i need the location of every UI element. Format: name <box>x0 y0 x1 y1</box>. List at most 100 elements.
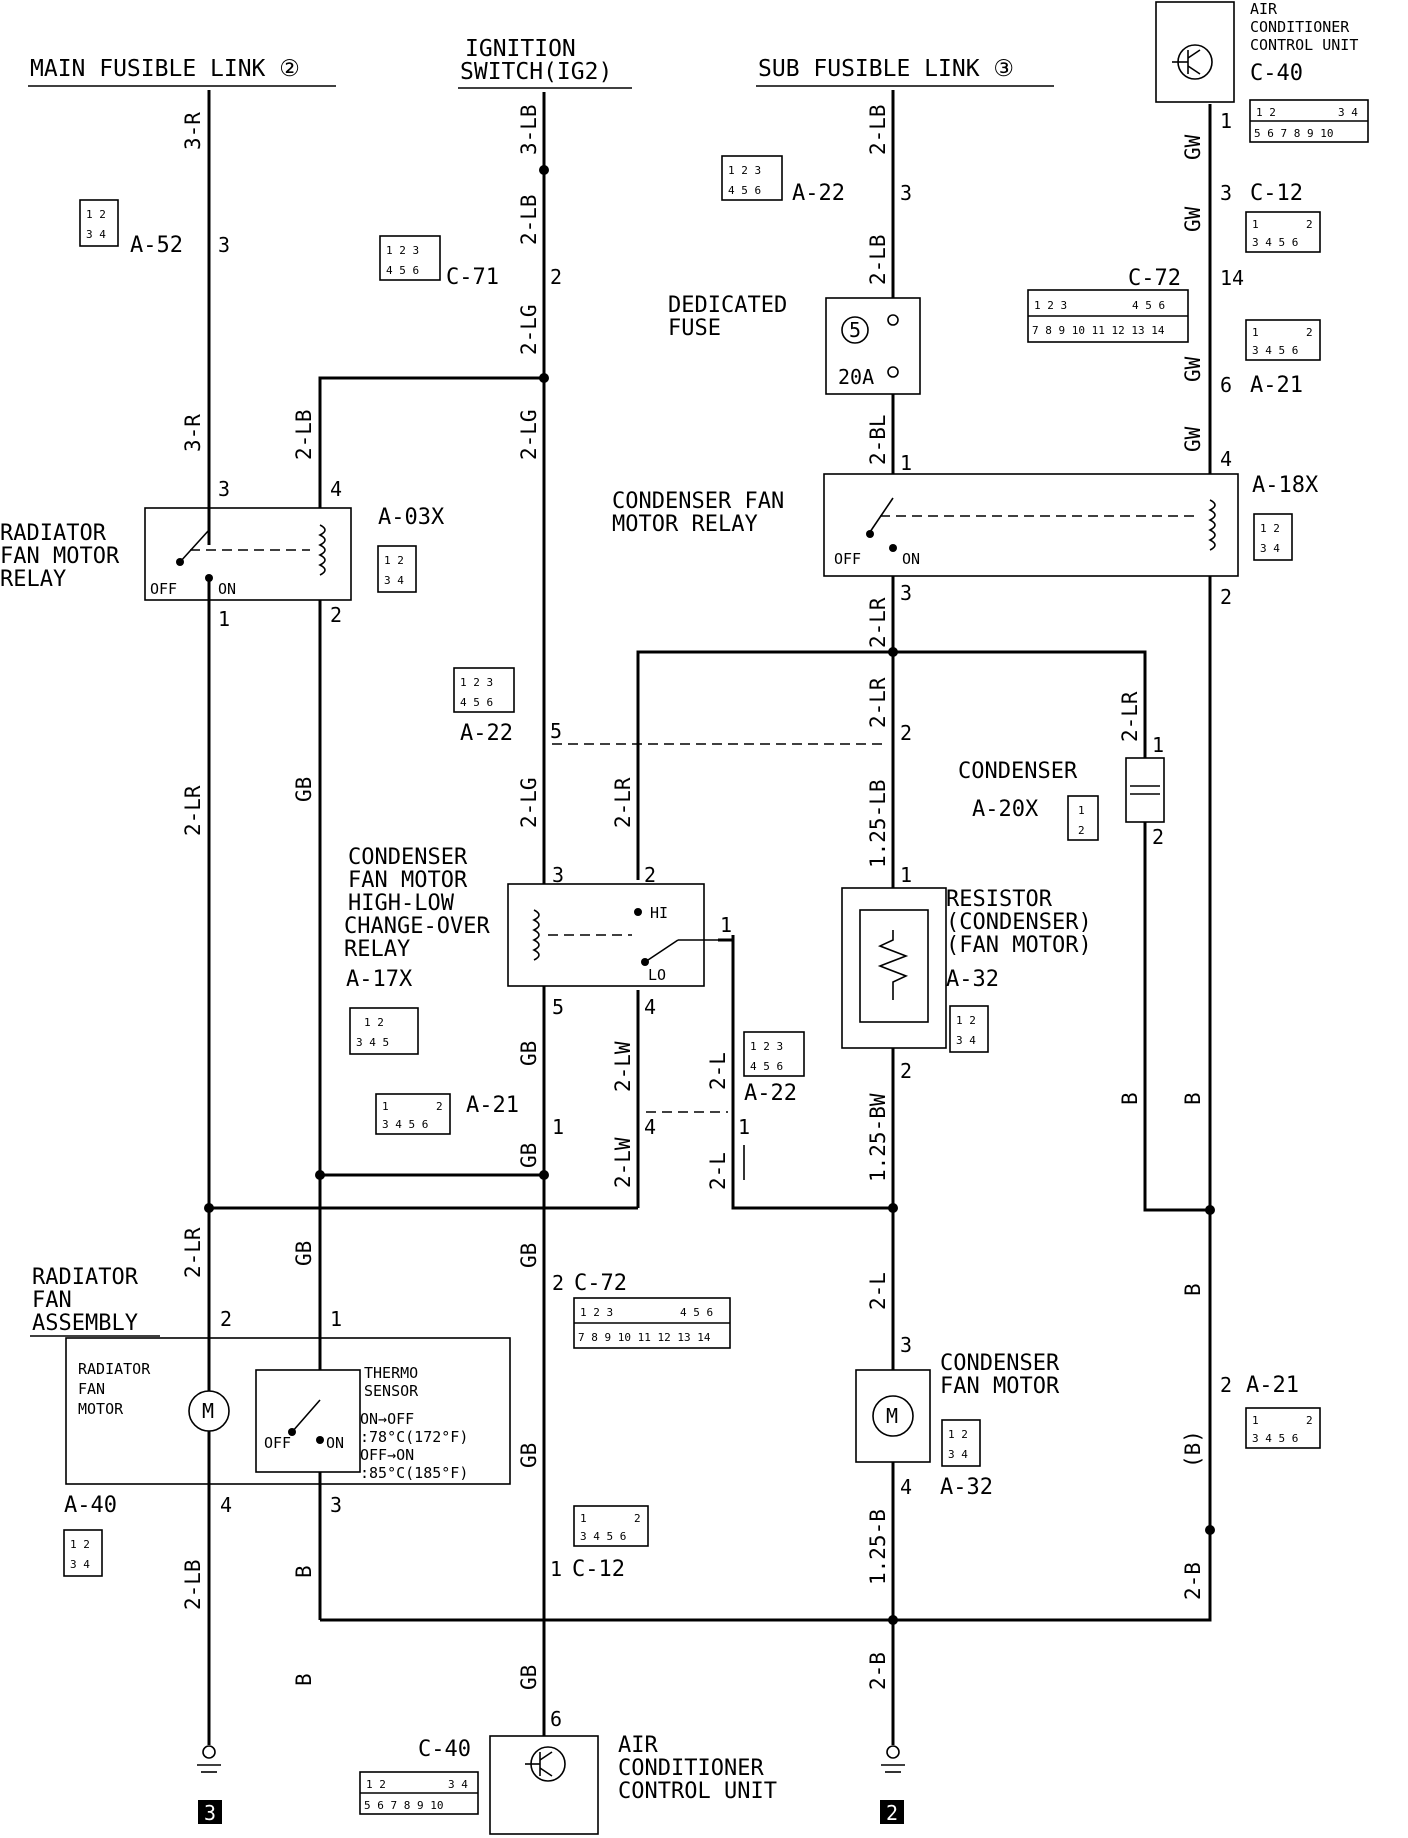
motor-symbol: M <box>886 1404 898 1428</box>
radiator-relay-label-2: FAN MOTOR <box>0 544 120 569</box>
svg-text:1 2: 1 2 <box>384 554 404 567</box>
connector-a32-mid-icon: 1 23 4 <box>949 1005 989 1053</box>
thermo-label-1: THERMO <box>364 1364 418 1382</box>
connector-a22-mid-icon: 1 2 34 5 6 <box>453 667 515 713</box>
wire-label: GB <box>517 1143 541 1168</box>
pin: 6 <box>550 1707 562 1731</box>
svg-text:2: 2 <box>1306 326 1313 339</box>
ac-unit-top-label-1: AIR <box>1250 0 1278 18</box>
svg-text:3 4 5 6: 3 4 5 6 <box>1252 1432 1298 1445</box>
main-fusible-link-label: MAIN FUSIBLE LINK ② <box>30 56 300 82</box>
motor-symbol: M <box>202 1399 214 1423</box>
wire-branch-condenser <box>893 650 1210 1212</box>
fuse-number: 5 <box>849 318 861 342</box>
connector-a40-icon: 1 23 4 <box>63 1529 103 1577</box>
wire-label: 2-LG <box>517 409 541 460</box>
svg-text:3 4: 3 4 <box>448 1778 468 1791</box>
radiator-fan-motor-icon <box>188 1390 230 1432</box>
condenser-relay-label-2: MOTOR RELAY <box>612 512 758 537</box>
pin: 4 <box>330 477 342 501</box>
wire-label: 1.25-B <box>866 1509 890 1585</box>
wire-label: 2-LG <box>517 304 541 355</box>
junction-dots <box>204 165 1215 1625</box>
ac-unit-bottom-label-3: CONTROL UNIT <box>618 1779 777 1804</box>
svg-text:3 4: 3 4 <box>384 574 404 587</box>
svg-text:2: 2 <box>1306 218 1313 231</box>
pin: 1 <box>1152 733 1164 757</box>
thermo-switch-arm <box>291 1399 321 1433</box>
connector-c72-top: C-72 <box>1128 266 1181 291</box>
pin: 3 <box>900 181 912 205</box>
wire-label: GW <box>1181 134 1205 160</box>
thermo-label-2: SENSOR <box>364 1382 419 1400</box>
wire-label: 2-LR <box>181 1227 205 1278</box>
wire-label: GB <box>517 1665 541 1690</box>
cfm-label-1: CONDENSER <box>940 1351 1060 1376</box>
svg-text:3 4: 3 4 <box>86 228 106 241</box>
relay-on-label: ON <box>218 580 236 598</box>
svg-text:1 2 3: 1 2 3 <box>460 676 493 689</box>
wire-label: 2-LB <box>292 409 316 460</box>
pin: 1 <box>330 1307 342 1331</box>
pin: 2 <box>900 1059 912 1083</box>
pin: 4 <box>644 995 656 1019</box>
wire-label: 2-LB <box>517 194 541 245</box>
resistor-icon <box>877 930 909 1000</box>
wire-label: 2-LG <box>517 777 541 828</box>
dedicated-fuse-label-2: FUSE <box>668 316 721 341</box>
ac-control-unit-bottom-box <box>489 1735 599 1835</box>
svg-text:1 2: 1 2 <box>956 1014 976 1027</box>
wire-label: 2-LB <box>866 234 890 285</box>
pin: 2 <box>330 603 342 627</box>
svg-text:1 2: 1 2 <box>1256 106 1276 119</box>
pin: 1 <box>552 1115 564 1139</box>
ac-unit-bottom-label-2: CONDITIONER <box>618 1756 764 1781</box>
wire-label: GB <box>292 1241 316 1266</box>
connector-c12-top: C-12 <box>1250 181 1303 206</box>
cond-relay-off: OFF <box>834 550 861 568</box>
wire-label: 2-B <box>866 1652 890 1690</box>
lo-contact-label: LO <box>648 966 666 984</box>
pin: 3 <box>218 233 230 257</box>
thermo-spec-2: :78°C(172°F) <box>360 1428 468 1446</box>
radiator-relay-label-3: RELAY <box>0 567 66 592</box>
rfa-label-2: FAN <box>32 1288 72 1313</box>
pin: 1 <box>720 913 732 937</box>
wire-label: 1.25-BW <box>866 1093 890 1182</box>
thermo-off: OFF <box>264 1434 291 1452</box>
connector-a03x: A-03X <box>378 505 445 530</box>
cond-relay-on: ON <box>902 550 920 568</box>
thermo-spec-1: ON→OFF <box>360 1410 414 1428</box>
rfm-label-3: MOTOR <box>78 1400 124 1418</box>
wire-label: 2-BL <box>866 414 890 465</box>
pin: 4 <box>1220 447 1232 471</box>
svg-text:1 2 3: 1 2 3 <box>386 244 419 257</box>
connector-c12-low: C-12 <box>572 1557 625 1582</box>
wire-label: B <box>1181 1283 1205 1296</box>
ac-control-unit-top-box <box>1155 1 1235 103</box>
condenser-box <box>1125 757 1165 823</box>
capacitor-icon <box>1130 785 1160 795</box>
dedicated-fuse-label-1: DEDICATED <box>668 293 787 318</box>
ground-3-badge <box>198 1800 222 1824</box>
pin: 2 <box>220 1307 232 1331</box>
connector-a20x-icon: 12 <box>1067 795 1099 841</box>
thermo-sensor-box <box>255 1369 361 1473</box>
svg-text:2: 2 <box>1306 1414 1313 1427</box>
svg-text:1 2 3: 1 2 3 <box>750 1040 783 1053</box>
wire-label: GB <box>292 777 316 802</box>
connector-a22-low: A-22 <box>744 1081 797 1106</box>
svg-text:1 2: 1 2 <box>366 1778 386 1791</box>
svg-text:1 2: 1 2 <box>70 1538 90 1551</box>
connector-a22-top: A-22 <box>792 181 845 206</box>
pin: 1 <box>1220 109 1232 133</box>
hl-switch-arm <box>644 939 679 963</box>
wire-label: 2-LR <box>1118 691 1142 742</box>
pin: 4 <box>644 1115 656 1139</box>
resistor-box <box>841 887 947 1049</box>
